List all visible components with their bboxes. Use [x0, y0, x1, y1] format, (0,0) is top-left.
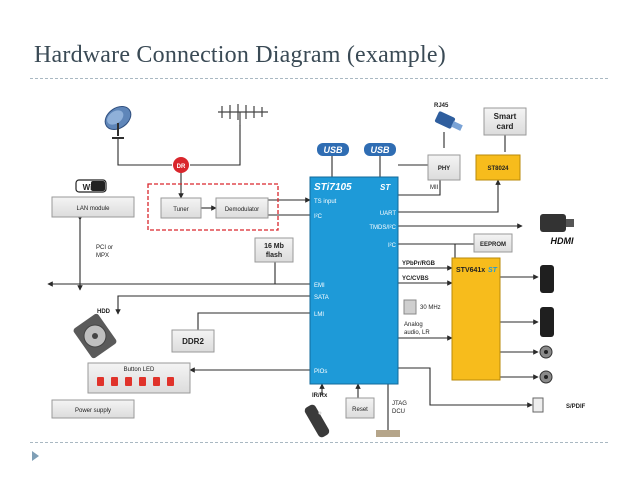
- title-divider: [30, 78, 608, 79]
- crystal-icon: [403, 299, 417, 315]
- chip-st-logo: ST: [380, 183, 391, 192]
- pin-i2c-right: I²C: [388, 243, 397, 249]
- spdif-connector: [532, 397, 544, 413]
- tuner-block: [160, 197, 202, 219]
- lmi-line: [197, 312, 310, 330]
- analog-label-2: audio, LR: [404, 330, 430, 336]
- satellite-line: [117, 137, 172, 166]
- footer-divider: [30, 442, 608, 443]
- pin-i2c-left: I²C: [314, 214, 323, 220]
- sata-line: [115, 295, 310, 315]
- usb-label-1: USB: [323, 145, 343, 155]
- usb-label-2: USB: [370, 145, 390, 155]
- spdif-line: [398, 367, 533, 408]
- power-supply-block: [51, 399, 135, 419]
- pin-sata: SATA: [314, 295, 329, 301]
- lan-module-label: LAN module: [76, 206, 110, 212]
- led-row: [97, 377, 174, 386]
- flash-block: [254, 237, 294, 263]
- pin-ts-input: TS input: [314, 199, 337, 205]
- pin-emi: EMI: [314, 283, 325, 289]
- mhz-label: 30 MHz: [420, 305, 441, 311]
- st8024-block: [475, 154, 521, 181]
- pci-label-1: PCI or: [96, 245, 113, 251]
- jtag-label-2: DCU: [392, 409, 405, 415]
- dr-label: DR: [177, 164, 186, 170]
- mii-to-chip: [398, 180, 441, 196]
- scart-connector-2: [540, 307, 554, 337]
- ddr2-label: DDR2: [182, 337, 204, 346]
- pci-label-2: MPX: [96, 253, 109, 259]
- analog-label-1: Analog: [404, 322, 423, 328]
- rj45-label: RJ45: [434, 103, 449, 109]
- demodulator-label: Demodulator: [225, 207, 259, 213]
- usb-badge-2: USB: [364, 143, 396, 156]
- wifi-logo: WiFi: [75, 179, 107, 193]
- rca-connector-2: [539, 370, 553, 384]
- flash-label-2: flash: [266, 252, 282, 259]
- hdd-label: HDD: [97, 309, 111, 315]
- tuner-label: Tuner: [173, 207, 188, 213]
- usb-badge-1: USB: [317, 143, 349, 156]
- uart-to-st8024: [398, 179, 501, 213]
- satellite-dish-icon: [104, 106, 132, 139]
- phy-label: PHY: [438, 166, 450, 172]
- pin-lmi: LMI: [314, 312, 324, 318]
- eeprom-block: [473, 233, 513, 253]
- remote-control-icon: [304, 404, 330, 438]
- yc-cvbs-label: YC/CVBS: [402, 276, 429, 282]
- ir-rx-label: IR/Rx: [312, 393, 328, 399]
- spdif-label: S/PDIF: [566, 404, 586, 410]
- power-supply-label: Power supply: [75, 408, 111, 414]
- scart-connector-1: [540, 265, 554, 293]
- smart-card-label-2: card: [497, 122, 514, 131]
- lan-module-block: [51, 196, 135, 218]
- stv-st-logo: ST: [488, 267, 498, 274]
- button-led-label: Button LED: [124, 367, 155, 373]
- slide-bullet-icon: [32, 451, 39, 461]
- reset-block: [345, 397, 375, 419]
- mii-label: MII: [430, 185, 439, 191]
- smart-card-block: [483, 107, 527, 136]
- wifi-label: WiFi: [83, 183, 100, 192]
- slide-title: Hardware Connection Diagram (example): [34, 42, 446, 68]
- sti7105-chip: [309, 176, 399, 385]
- ddr2-block: [171, 329, 215, 353]
- ypbpr-label: YPbPr/RGB: [402, 261, 436, 267]
- pin-pios: PIOs: [314, 369, 327, 375]
- hdmi-icon: HDMI: [540, 214, 574, 246]
- rj45-cable-icon: [434, 111, 463, 131]
- connection-lines: [47, 125, 539, 430]
- jtag-label-1: JTAG: [392, 401, 407, 407]
- hdmi-label: HDMI: [551, 236, 574, 246]
- flash-label-1: 16 Mb: [264, 243, 284, 250]
- pin-tmds: TMDS/I²C: [369, 225, 396, 231]
- stv641x-label: STV641x: [456, 267, 485, 274]
- stv641x-block: [451, 257, 501, 381]
- tuner-group-border: [147, 183, 279, 231]
- hdd-icon: [73, 313, 117, 359]
- eeprom-label: EEPROM: [480, 242, 506, 248]
- pin-uart: UART: [380, 211, 397, 217]
- demodulator-block: [215, 197, 269, 219]
- chip-name: STi7105: [314, 182, 352, 193]
- antenna-icon: [218, 104, 268, 126]
- st8024-label: ST8024: [487, 166, 509, 172]
- jtag-connector: [376, 430, 400, 437]
- rca-connector-1: [539, 345, 553, 359]
- smart-card-label-1: Smart: [494, 112, 517, 121]
- reset-label: Reset: [352, 407, 368, 413]
- antenna-line: [190, 125, 241, 166]
- phy-block: [427, 154, 461, 181]
- dr-circle: [173, 157, 189, 173]
